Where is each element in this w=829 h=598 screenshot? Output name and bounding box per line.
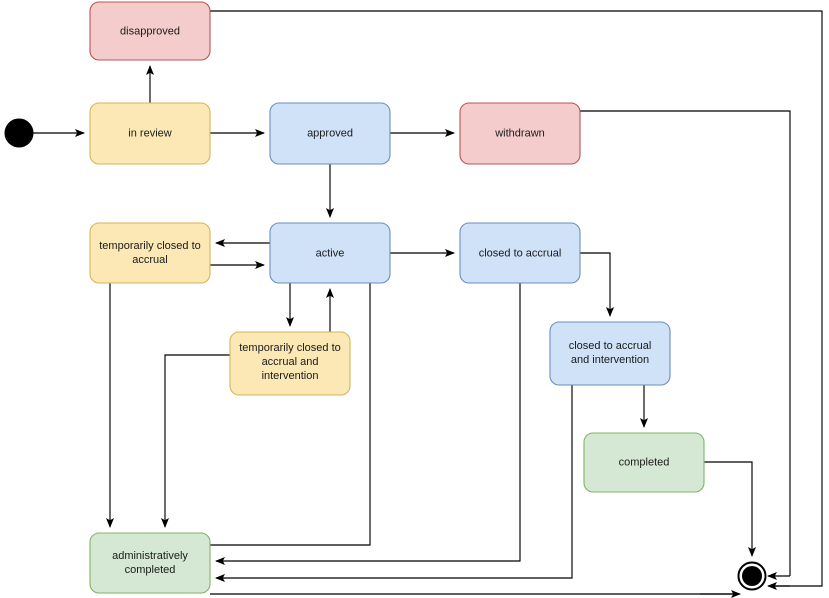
- transition-closed-to-accrual-to-closed-accrual-intervention: [580, 252, 614, 317]
- initial-state-node[interactable]: [4, 118, 34, 148]
- state-closed-to-accrual[interactable]: closed to accrual: [459, 222, 581, 284]
- state-in-review[interactable]: in review: [89, 102, 211, 165]
- state-completed[interactable]: completed: [583, 432, 705, 493]
- state-disapproved[interactable]: disapproved: [89, 1, 211, 61]
- transition-completed-to-end: [704, 461, 756, 557]
- transition-disapproved-to-outer-rail: [210, 10, 823, 587]
- states-layer: disapproved in review approved withdrawn…: [4, 1, 767, 594]
- transition-withdrawn-to-right-rail: [580, 110, 791, 576]
- state-withdrawn[interactable]: withdrawn: [459, 102, 581, 165]
- transition-active-to-administratively-completed: [210, 283, 371, 546]
- state-active[interactable]: active: [269, 222, 391, 284]
- transitions-layer: [33, 10, 823, 598]
- transition-closed-accrual-intervention-to-administratively-completed: [215, 385, 573, 582]
- transition-closed-to-accrual-to-administratively-completed: [215, 283, 521, 565]
- final-state-node[interactable]: [737, 561, 767, 591]
- state-approved[interactable]: approved: [269, 102, 391, 165]
- transition-temporarily-closed-accrual-intervention-to-administratively-completed: [161, 354, 230, 528]
